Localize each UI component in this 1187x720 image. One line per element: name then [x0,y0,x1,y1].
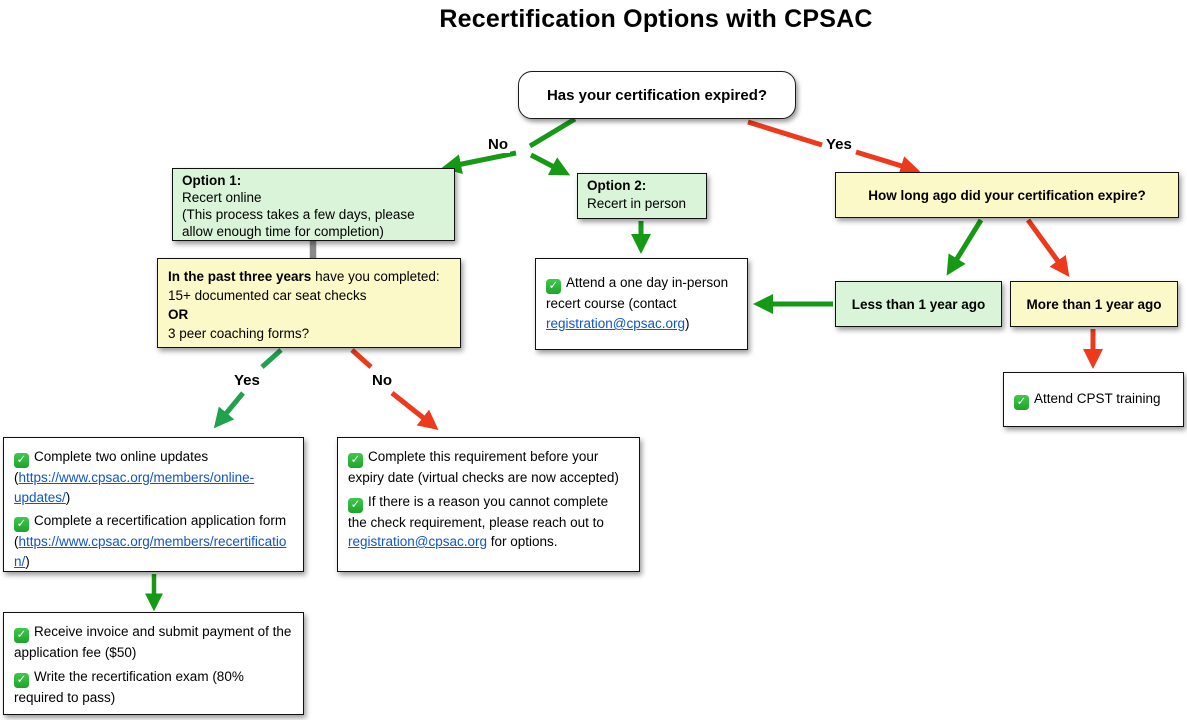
edge-yes-to-how-long [855,149,921,176]
node-how-long-expired: How long ago did your certification expi… [835,172,1179,218]
list-item: ✓If there is a reason you cannot complet… [348,492,629,552]
option1-line1: Recert online [182,190,262,205]
edge-no-to-option2 [529,152,571,176]
check-icon: ✓ [14,672,29,688]
check-icon: ✓ [1014,395,1029,410]
past-three-line2: 15+ documented car seat checks [168,288,367,303]
edge-no-to-requirement [390,391,439,430]
less-than-text: Less than 1 year ago [851,296,986,312]
node-more-than-1-year: More than 1 year ago [1010,281,1178,327]
node-cpst-training: ✓ Attend CPST training [1003,372,1184,427]
more-than-text: More than 1 year ago [1026,296,1162,312]
course-post: ) [685,316,690,331]
edge-label-no: No [486,136,510,153]
edge-how-long-to-more-than [1025,218,1070,277]
edge-label-checks-yes: Yes [232,372,262,389]
online-updates-link[interactable]: https://www.cpsac.org/members/online-upd… [14,470,255,505]
edge-label-yes: Yes [824,136,854,153]
node-less-than-1-year: Less than 1 year ago [835,281,1002,327]
list-item: ✓Complete a recertification application … [14,511,293,571]
updates-item1-post: ) [65,489,71,505]
updates-item2-pre: Complete a recertification application f… [14,513,287,549]
page-title: Recertification Options with CPSAC [439,5,873,33]
question-text: Has your certification expired? [546,86,768,104]
option1-line2: (This process takes a few days, please a… [182,207,415,239]
how-long-text: How long ago did your certification expi… [868,187,1146,203]
check-icon: ✓ [348,453,363,468]
node-option1: Option 1: Recert online (This process ta… [172,168,455,241]
check-icon: ✓ [348,497,363,513]
list-item: ✓Complete two online updates (https://ww… [14,447,293,507]
option2-line1: Recert in person [587,196,687,211]
invoice-item1: Receive invoice and submit payment of th… [14,624,292,660]
node-past-three-years: In the past three years have you complet… [157,258,461,348]
past-three-rest: have you completed: [311,269,440,284]
registration-email-link[interactable]: registration@cpsac.org [546,316,686,331]
recertification-form-link[interactable]: https://www.cpsac.org/members/recertific… [14,534,287,569]
edge-no-to-option1 [441,150,517,175]
check-icon: ✓ [14,453,29,468]
list-item: ✓Complete this requirement before your e… [348,447,629,488]
edge-past-three-to-yes [260,348,283,369]
node-certification-expired-question: Has your certification expired? [518,71,796,119]
edge-past-three-to-no [350,348,373,369]
check-icon: ✓ [14,517,29,532]
requirement-item2-post: for options. [487,534,558,549]
edge-root-to-yes [747,119,823,148]
past-three-bold: In the past three years [168,269,312,284]
edge-how-long-to-less-than [946,218,984,276]
updates-item2-post: ) [25,553,30,569]
check-icon: ✓ [546,279,561,294]
past-three-line4: 3 peer coaching forms? [168,326,310,341]
requirement-item1: Complete this requirement before your ex… [348,449,619,485]
past-three-or: OR [168,307,189,322]
cpst-text: Attend CPST training [1034,391,1161,406]
node-online-updates: ✓Complete two online updates (https://ww… [3,437,304,572]
course-pre: Attend a one day in-person recert course… [546,275,729,311]
list-item: ✓Receive invoice and submit payment of t… [14,622,293,663]
check-icon: ✓ [14,628,29,643]
updates-item1-pre: Complete two online updates ( [14,449,209,485]
invoice-item2: Write the recertification exam (80% requ… [14,668,244,705]
edge-root-to-no [528,116,577,149]
list-item: ✓Write the recertification exam (80% req… [14,667,293,708]
node-invoice-exam: ✓Receive invoice and submit payment of t… [3,612,304,715]
registration-email-link[interactable]: registration@cpsac.org [348,534,488,549]
option1-heading: Option 1: [182,173,242,188]
requirement-item2-pre: If there is a reason you cannot complete… [348,493,609,530]
node-option2: Option 2: Recert in person [577,173,707,219]
edge-label-checks-no: No [370,372,394,389]
option2-heading: Option 2: [587,178,647,193]
node-inperson-course: ✓Attend a one day in-person recert cours… [535,258,748,350]
node-requirement-before-expiry: ✓Complete this requirement before your e… [337,437,640,572]
edge-yes-to-online-updates [213,391,245,429]
